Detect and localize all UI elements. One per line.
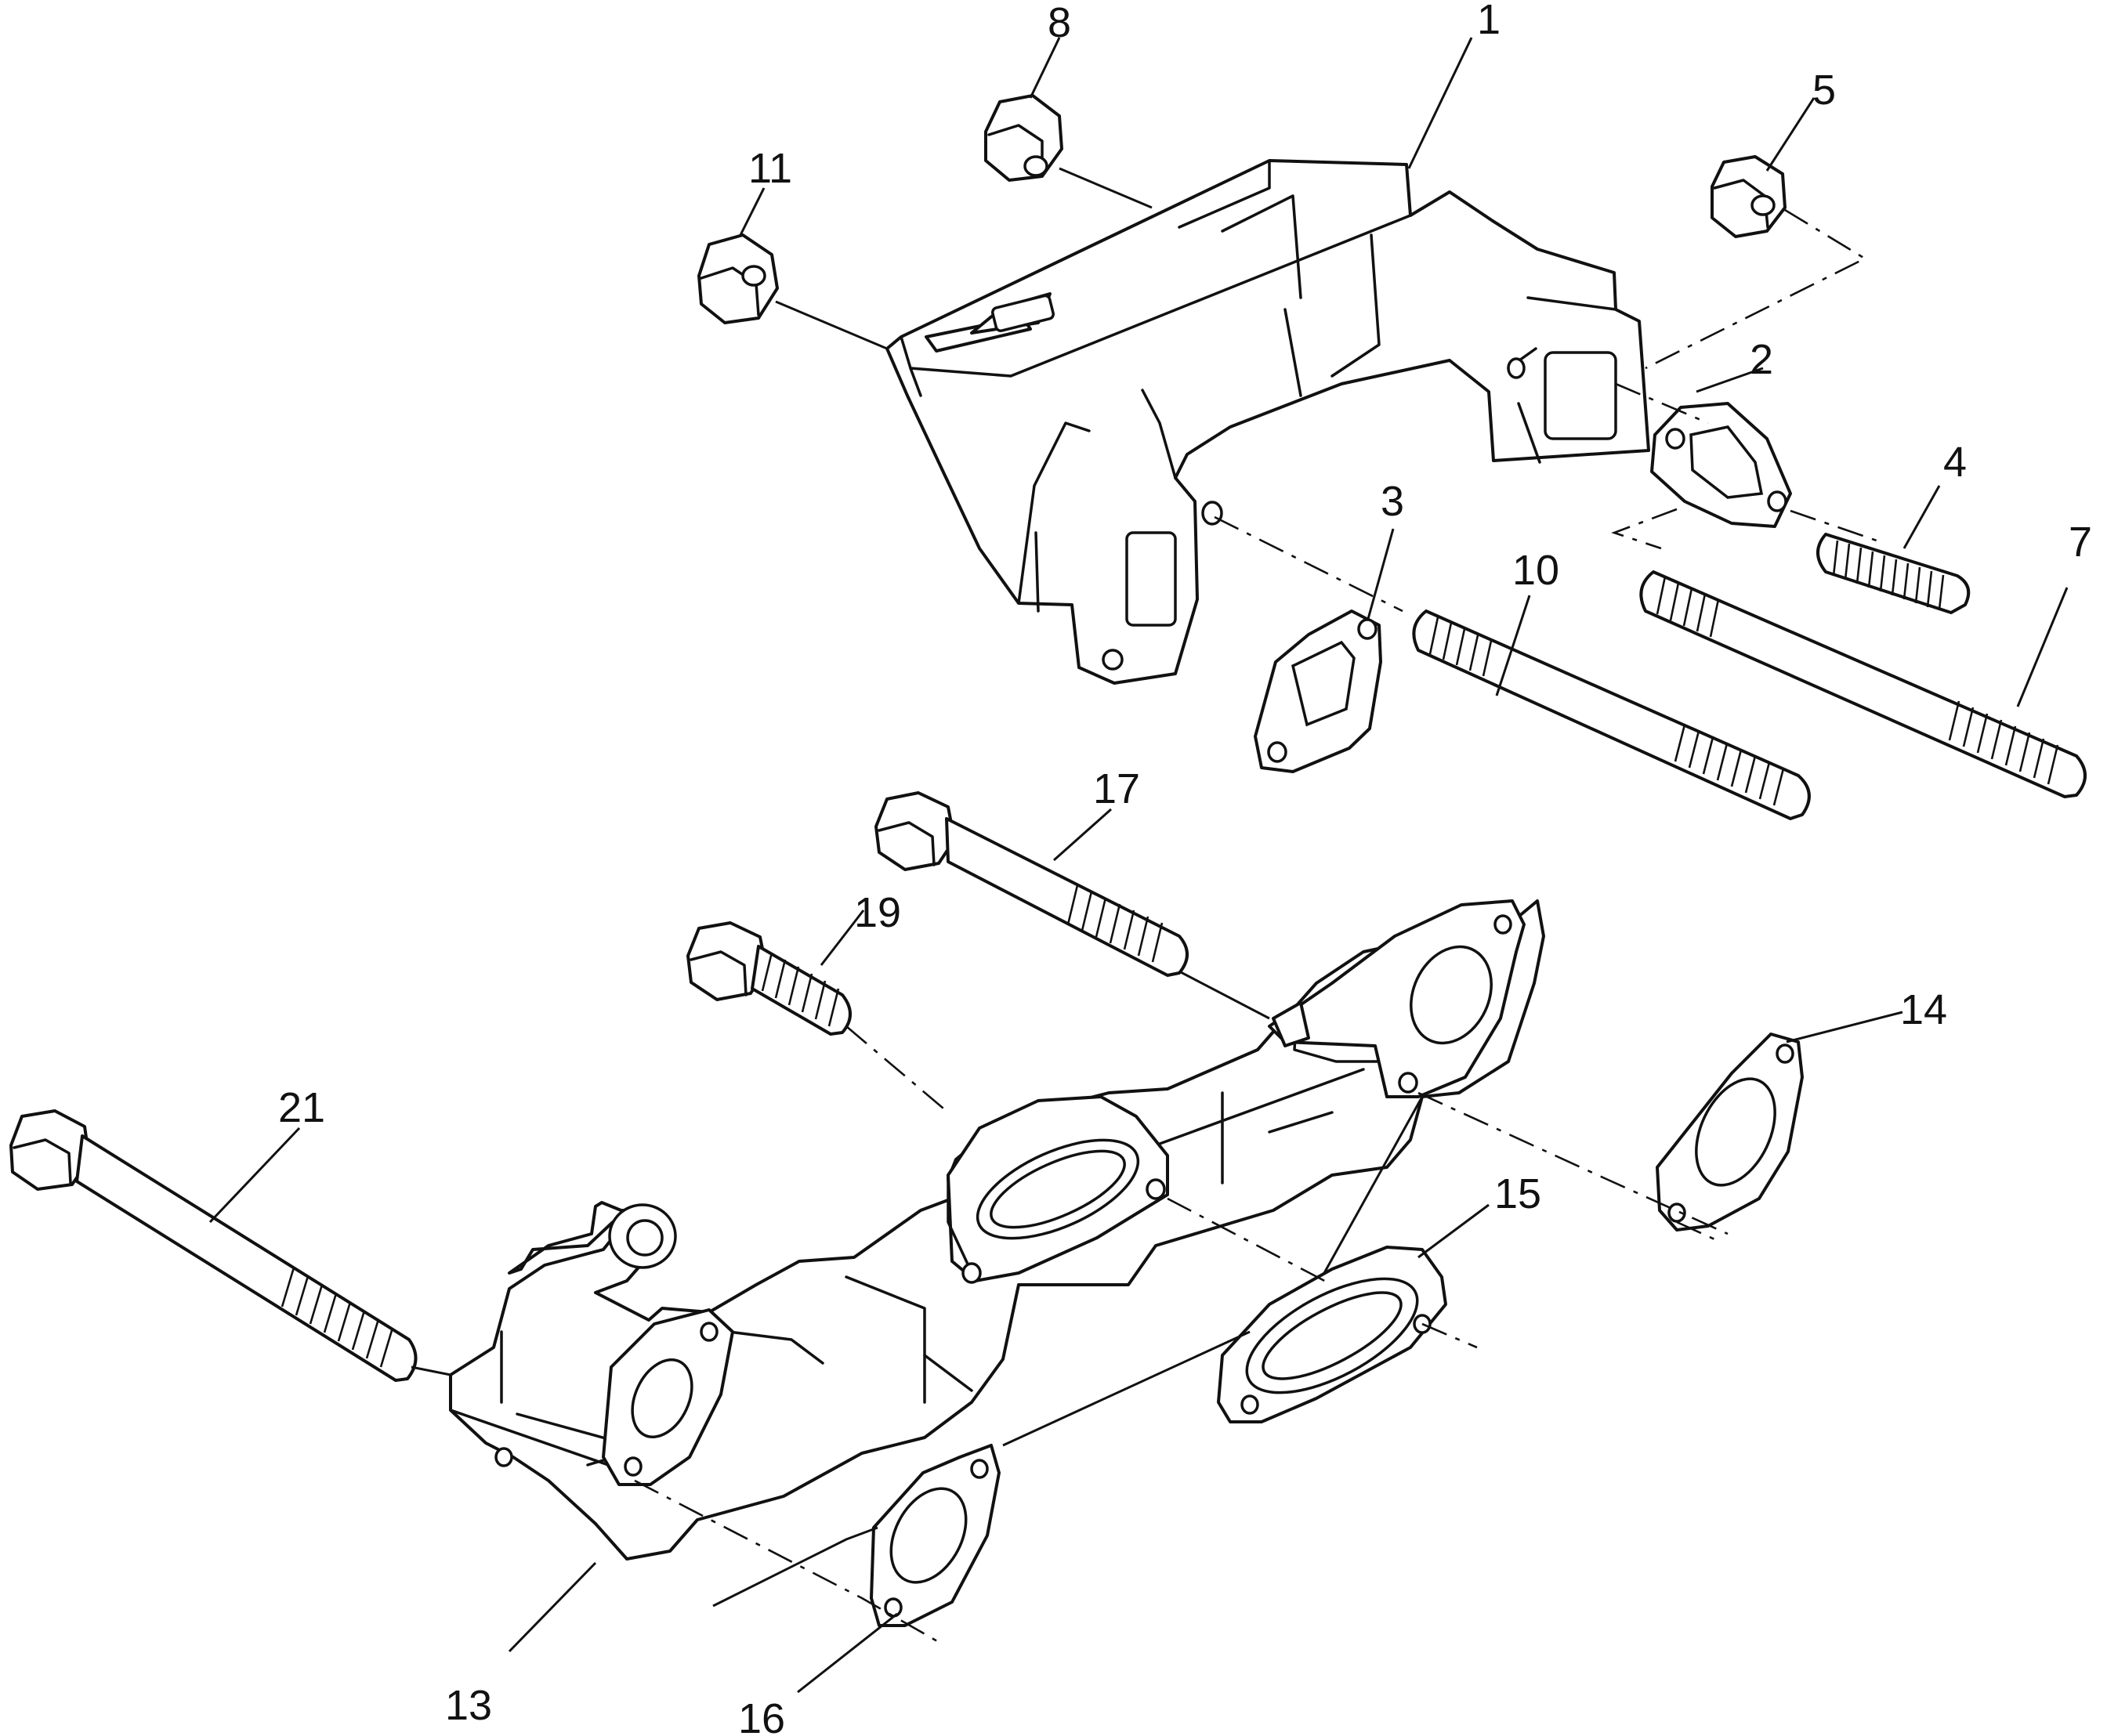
callout-2: 2 <box>1750 336 1773 383</box>
callout-11: 11 <box>748 145 792 192</box>
callout-4: 4 <box>1943 439 1967 486</box>
callout-14: 14 <box>1900 986 1947 1033</box>
gasket-3 <box>1254 609 1382 773</box>
callout-5: 5 <box>1812 67 1836 114</box>
callout-19: 19 <box>854 889 901 936</box>
callout-7: 7 <box>2069 519 2092 566</box>
exhaust-manifold <box>449 899 1545 1561</box>
callout-3: 3 <box>1381 478 1404 525</box>
gasket-16 <box>870 1444 1001 1627</box>
callout-10: 10 <box>1512 547 1559 594</box>
callout-1: 1 <box>1477 0 1501 43</box>
gasket-14 <box>1656 1033 1804 1231</box>
callout-21: 21 <box>278 1084 325 1131</box>
stud-7 <box>1639 570 2087 798</box>
gasket-15 <box>1217 1246 1447 1423</box>
stud-10 <box>1412 609 1811 820</box>
callout-8: 8 <box>1048 0 1071 46</box>
nut-11 <box>697 233 779 324</box>
nut-8 <box>984 94 1063 182</box>
callout-labels: 1 2 3 4 5 7 8 10 11 13 14 15 16 17 19 21 <box>278 0 2092 1736</box>
gasket-2 <box>1650 402 1792 528</box>
nut-5 <box>1711 155 1787 238</box>
leader-lines <box>208 37 2069 1694</box>
bolt-21 <box>9 1109 418 1382</box>
intake-manifold <box>885 159 1650 685</box>
callout-17: 17 <box>1093 765 1140 812</box>
stud-4 <box>1816 533 1971 614</box>
callout-16: 16 <box>738 1695 785 1736</box>
callout-13: 13 <box>445 1682 492 1729</box>
bolt-19 <box>686 921 852 1036</box>
bolt-17 <box>874 791 1189 977</box>
callout-15: 15 <box>1494 1170 1541 1217</box>
